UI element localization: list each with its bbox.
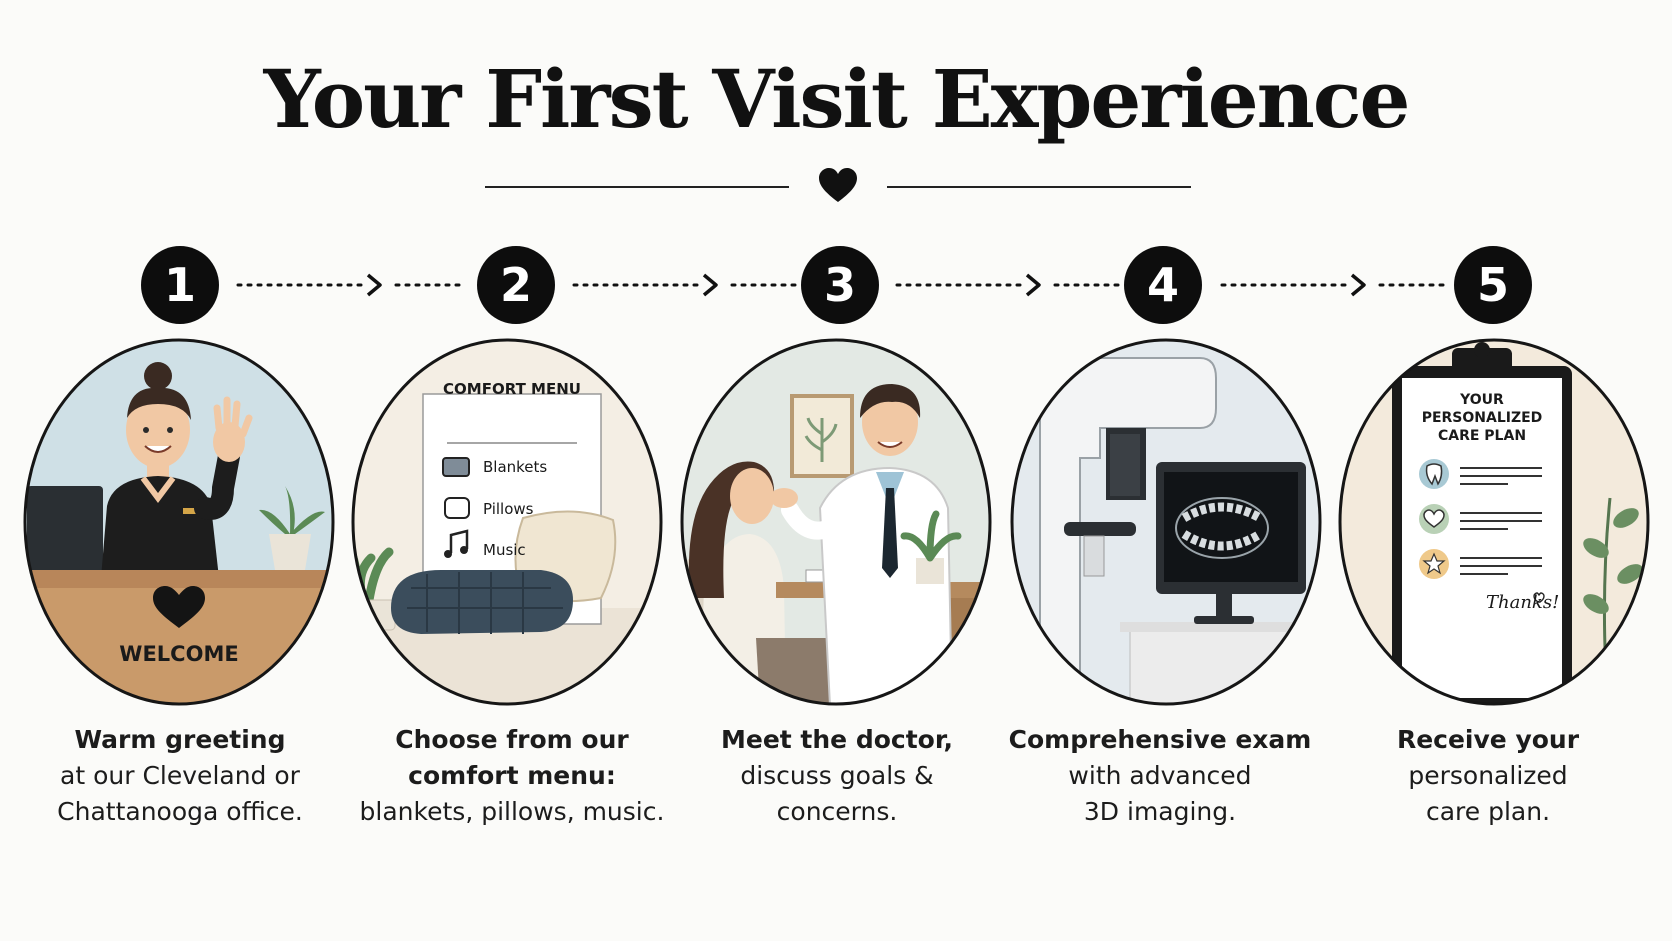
receptionist-waving-icon: WELCOME — [23, 338, 335, 706]
blanket-icon — [442, 457, 470, 477]
step-4-line-1: with advanced — [1068, 761, 1252, 790]
step-5-line-1: personalized — [1408, 761, 1568, 790]
step-2-line-1: blankets, pillows, music. — [359, 797, 665, 826]
step-4-line-2: 3D imaging. — [1083, 797, 1237, 826]
welcome-sign-text: WELCOME — [119, 642, 238, 666]
connector-arrow-icon-4 — [1220, 273, 1446, 297]
step-4-caption: Comprehensive exam with advanced 3D imag… — [985, 722, 1335, 830]
care-plan-title-line-1: YOUR — [1459, 392, 1504, 408]
step-2-caption: Choose from our comfort menu: blankets, … — [337, 722, 687, 830]
step-5-line-2: care plan. — [1425, 797, 1551, 826]
step-1-caption: Warm greeting at our Cleveland or Chatta… — [5, 722, 355, 830]
connector-arrow-icon-1 — [236, 273, 462, 297]
step-5-caption: Receive your personalized care plan. — [1313, 722, 1663, 830]
3d-imaging-scanner-icon — [1010, 338, 1322, 706]
step-1-line-2: Chattanooga office. — [57, 797, 303, 826]
care-plan-title-line-3: CARE PLAN — [1438, 428, 1526, 444]
step-1-badge: 1 — [141, 246, 219, 324]
comfort-menu-title: COMFORT MENU — [443, 380, 581, 398]
step-4-bold-line-1: Comprehensive exam — [1008, 725, 1312, 754]
pillow-icon — [444, 497, 470, 519]
step-1-bold-line-1: Warm greeting — [74, 725, 286, 754]
step-4-badge: 4 — [1124, 246, 1202, 324]
care-plan-signature: Thanks! — [1486, 592, 1559, 613]
care-plan-clipboard-icon: YOUR PERSONALIZED CARE PLAN Thanks! — [1338, 338, 1650, 706]
step-3-line-2: concerns. — [776, 797, 898, 826]
step-3-caption: Meet the doctor, discuss goals & concern… — [662, 722, 1012, 830]
connector-arrow-icon-3 — [895, 273, 1121, 297]
menu-item-blankets: Blankets — [483, 458, 547, 476]
music-note-icon — [449, 529, 469, 553]
doctor-consultation-icon — [680, 338, 992, 706]
step-2-bold-line-1: Choose from our — [395, 725, 629, 754]
menu-item-pillows: Pillows — [483, 500, 534, 518]
step-5-bold-line-1: Receive your — [1396, 725, 1580, 754]
care-plan-title-line-2: PERSONALIZED — [1422, 410, 1543, 426]
step-3-line-1: discuss goals & — [740, 761, 934, 790]
step-3-badge: 3 — [801, 246, 879, 324]
title-divider-right — [887, 186, 1191, 188]
step-5-badge: 5 — [1454, 246, 1532, 324]
heart-icon — [819, 168, 857, 202]
comfort-menu-icon: COMFORT MENU Blankets Pillows Music — [351, 338, 663, 706]
page-title: Your First Visit Experience — [263, 52, 1411, 146]
title-divider-left — [485, 186, 789, 188]
welcome-heart-icon — [153, 586, 205, 628]
small-heart-icon — [1533, 592, 1545, 603]
menu-item-music: Music — [483, 541, 526, 559]
connector-arrow-icon-2 — [572, 273, 798, 297]
step-1-line-1: at our Cleveland or — [60, 761, 300, 790]
step-3-bold-line-1: Meet the doctor, — [720, 725, 954, 754]
step-2-badge: 2 — [477, 246, 555, 324]
step-2-bold-line-2: comfort menu: — [408, 761, 616, 790]
